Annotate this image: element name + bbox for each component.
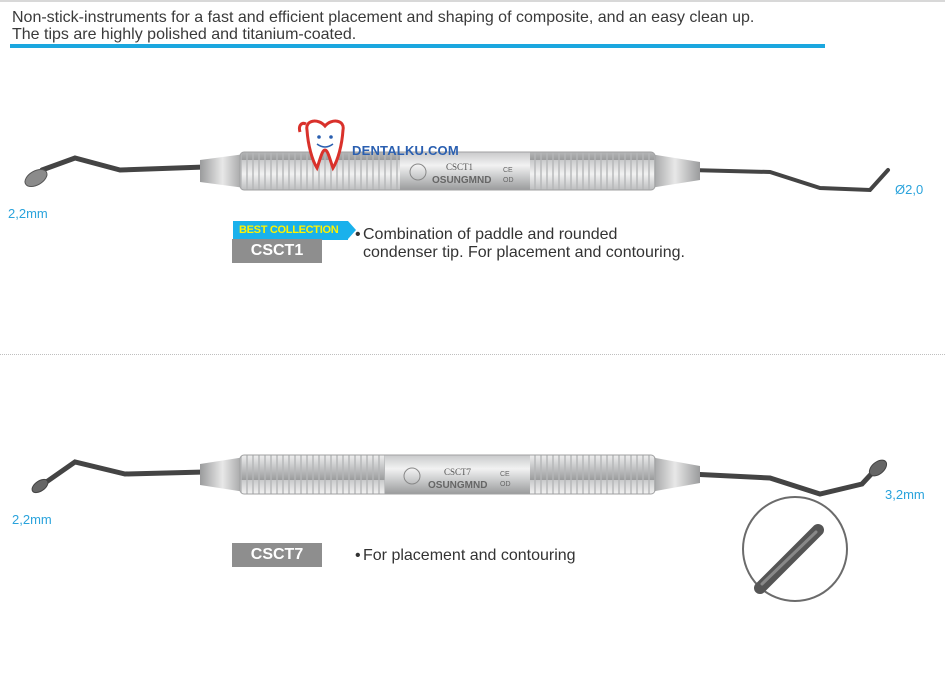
handle-mark-csct1: CE — [503, 167, 513, 174]
watermark-text: DENTALKU.COM — [352, 143, 459, 158]
product-code-csct1: CSCT1 — [232, 239, 322, 263]
top-border — [0, 0, 945, 2]
handle-label-csct1: CSCT1 — [446, 162, 473, 172]
instrument-csct7: CSCT7 OSUNGMND CE OD — [31, 454, 888, 497]
intro-line-1: Non-stick-instruments for a fast and eff… — [12, 9, 755, 26]
bullet-dot: • — [355, 226, 361, 243]
dim-right-csct1: Ø2,0 — [895, 182, 924, 197]
handle-label-csct7: CSCT7 — [444, 467, 472, 477]
description-csct7-line1: For placement and contouring — [363, 547, 576, 564]
accent-rule — [10, 44, 825, 48]
description-csct1-line2: condenser tip. For placement and contour… — [363, 244, 685, 261]
bullet-dot: • — [355, 547, 361, 564]
section-divider — [0, 354, 945, 355]
handle-mark2-csct1: OD — [503, 177, 514, 184]
intro-line-2: The tips are highly polished and titaniu… — [12, 26, 357, 43]
dim-left-csct1: 2,2mm — [8, 206, 48, 221]
handle-mark-csct7: CE — [500, 471, 510, 478]
instrument-csct1: CSCT1 OSUNGMND CE OD — [24, 151, 890, 193]
handle-brand-csct1: OSUNGMND — [432, 175, 491, 186]
tip-detail-magnifier — [742, 496, 848, 602]
handle-brand-csct7: OSUNGMND — [428, 480, 487, 491]
handle-mark2-csct7: OD — [500, 481, 511, 488]
product-code-csct7: CSCT7 — [232, 543, 322, 567]
description-csct1-line1: Combination of paddle and rounded — [363, 226, 618, 243]
tooth-logo-icon — [298, 119, 345, 172]
intro-text: Non-stick-instruments for a fast and eff… — [12, 9, 754, 43]
best-collection-badge: BEST COLLECTION — [233, 221, 357, 240]
dim-right-csct7: 3,2mm — [885, 487, 925, 502]
description-csct1: • Combination of paddle and rounded cond… — [355, 226, 685, 262]
dim-left-csct7: 2,2mm — [12, 512, 52, 527]
description-csct7: • For placement and contouring — [355, 547, 576, 565]
